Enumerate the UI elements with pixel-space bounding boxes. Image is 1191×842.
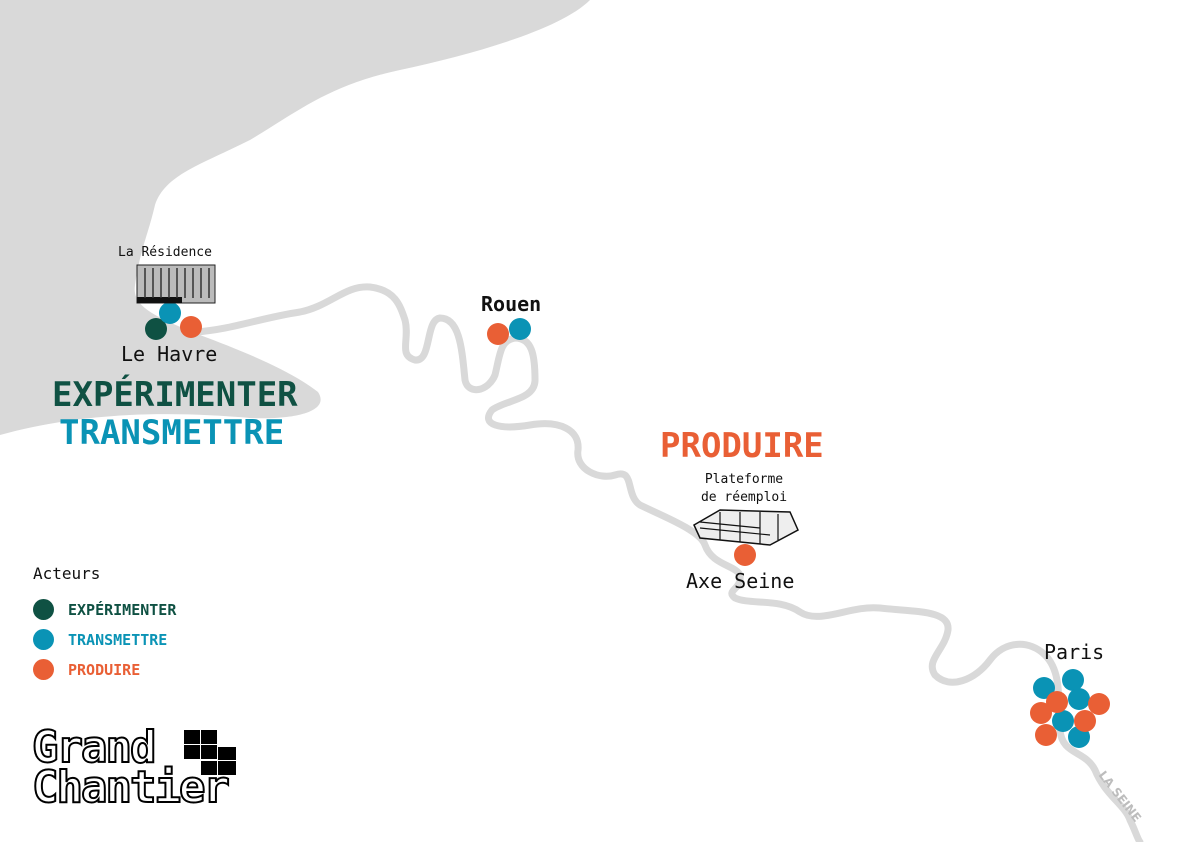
actor-dot-produire: [1074, 710, 1096, 732]
actor-dot-transmettre: [1068, 688, 1090, 710]
site-label-plateforme: Plateforme de réemploi: [694, 471, 794, 507]
city-label-le-havre: Le Havre: [121, 342, 218, 366]
logo-line2: Chantier: [31, 762, 231, 813]
actor-dot-produire: [1088, 693, 1110, 715]
legend-label: TRANSMETTRE: [68, 630, 168, 649]
heading-transmettre: TRANSMETTRE: [59, 413, 285, 453]
legend-dot: [33, 599, 54, 620]
site-label-line1: Plateforme: [704, 472, 784, 487]
legend-dot: [33, 629, 54, 650]
actor-dot-produire: [1035, 724, 1057, 746]
actor-dot-transmettre: [1062, 669, 1084, 691]
actor-dot-transmettre: [159, 302, 181, 324]
coastline-land: [0, 0, 590, 435]
heading-produire: PRODUIRE: [660, 426, 824, 466]
site-label-la-residence: La Résidence: [118, 245, 212, 260]
river-seine: [191, 283, 1144, 842]
legend-label: EXPÉRIMENTER: [68, 600, 177, 619]
actor-dot-transmettre: [1052, 710, 1074, 732]
actor-dot-transmettre: [509, 318, 531, 340]
actor-dot-experimenter: [145, 318, 167, 340]
logo-line1: Grand: [31, 722, 157, 773]
actor-dot-produire: [1046, 691, 1068, 713]
actor-dot-produire: [734, 544, 756, 566]
legend-item-transmettre: TRANSMETTRE: [33, 629, 167, 650]
river-label: LA SEINE: [1096, 768, 1144, 824]
city-label-axe-seine: Axe Seine: [686, 569, 795, 593]
legend-title: Acteurs: [33, 564, 101, 583]
actor-dot-transmettre: [1033, 677, 1055, 699]
site-label-line2: de réemploi: [700, 490, 788, 505]
warehouse-illustration: [693, 509, 799, 546]
legend-item-experimenter: EXPÉRIMENTER: [33, 599, 176, 620]
heading-experimenter: EXPÉRIMENTER: [52, 375, 298, 415]
actor-dot-produire: [1030, 702, 1052, 724]
actor-dot-produire: [180, 316, 202, 338]
actor-dot-produire: [487, 323, 509, 345]
legend-item-produire: PRODUIRE: [33, 659, 140, 680]
actor-dots: [145, 302, 1110, 748]
grand-chantier-logo: Grand Chantier: [31, 722, 231, 813]
city-label-rouen: Rouen: [481, 292, 542, 316]
residence-building-illustration: [136, 264, 216, 304]
legend-dot: [33, 659, 54, 680]
legend-label: PRODUIRE: [68, 660, 141, 679]
logo-squares-icon: [184, 730, 236, 775]
city-label-paris: Paris: [1044, 640, 1105, 664]
